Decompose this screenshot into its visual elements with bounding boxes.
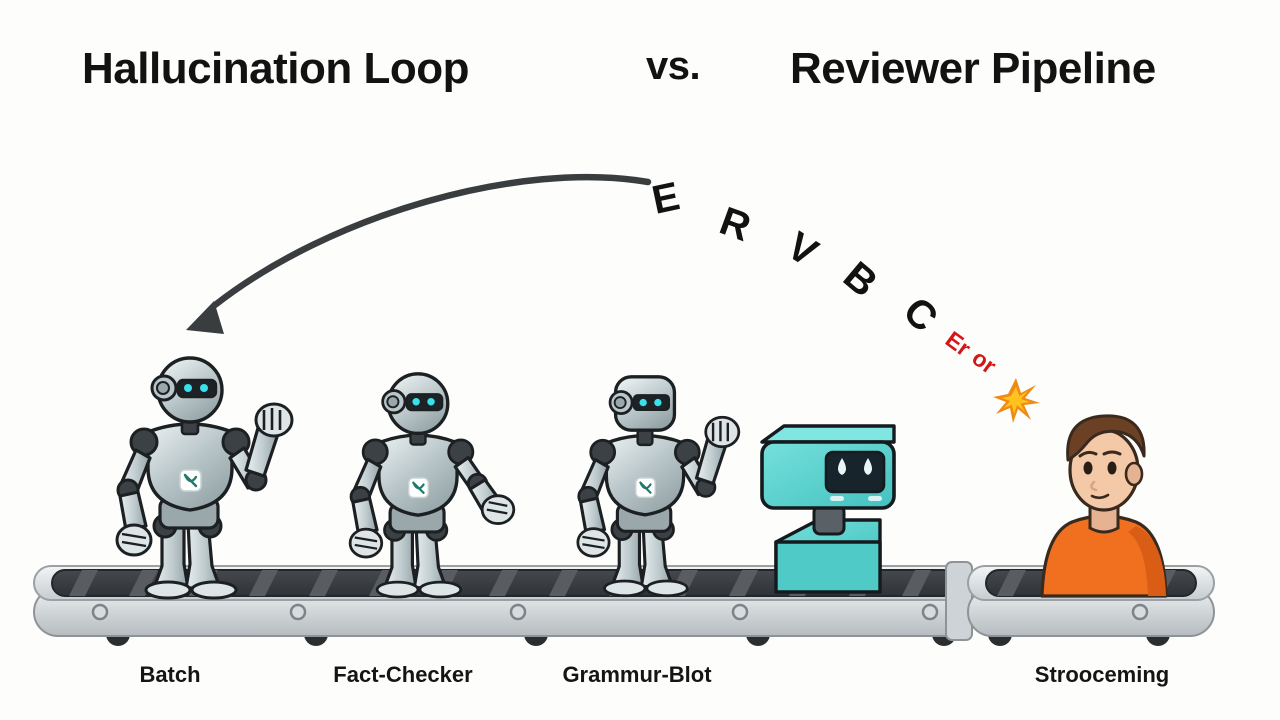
- robot-right-fist: [704, 415, 741, 449]
- robot-right-fist: [480, 494, 516, 525]
- conveyor-bolts-left: [91, 603, 939, 621]
- robot-left-fist: [115, 523, 153, 557]
- page-title-right: Reviewer Pipeline: [790, 44, 1156, 93]
- robot-chest-badge: [635, 477, 656, 499]
- robot-batch: [115, 356, 294, 600]
- error-spark-icon: [993, 378, 1040, 423]
- curved-feedback-arrow: [186, 173, 652, 334]
- teal-box-robot: [760, 424, 896, 594]
- left-conveyor: [33, 561, 975, 646]
- robot-left-fist: [348, 527, 384, 559]
- station-label-batch: Batch: [139, 662, 201, 687]
- robot-chest-badge: [407, 477, 429, 499]
- conveyor-bolts-right: [1131, 603, 1149, 621]
- page-title-separator: vs.: [646, 44, 701, 88]
- page-title-left: Hallucination Loop: [82, 44, 469, 93]
- station-label-strooceming: Strooceming: [1034, 662, 1170, 687]
- human-reviewer: [1040, 414, 1168, 598]
- robot-right-fist: [254, 402, 294, 438]
- robot-grammur-blot: [576, 375, 741, 598]
- robot-fact-checker: [348, 372, 516, 599]
- station-label-fact-checker: Fact-Checker: [333, 662, 473, 687]
- robot-left-fist: [576, 527, 611, 558]
- station-label-grammur-blot: Grammur-Blot: [562, 662, 712, 687]
- robot-chest-badge: [179, 469, 202, 492]
